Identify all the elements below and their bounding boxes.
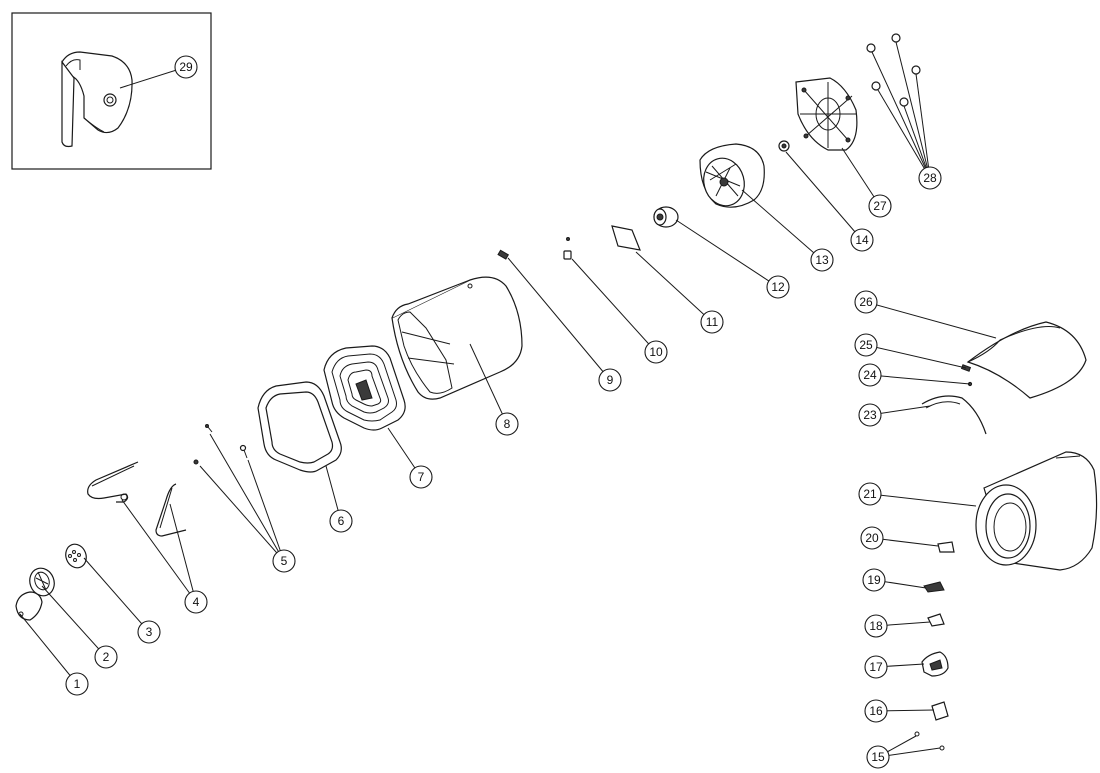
part-13-fan-wheel <box>699 143 765 208</box>
inset-panel <box>11 12 212 170</box>
callout-label: 26 <box>859 295 873 309</box>
callout: 27 <box>868 194 892 218</box>
part-14-nut <box>778 140 790 152</box>
callout: 13 <box>810 248 834 272</box>
part-21-housing <box>975 451 1098 571</box>
callout-label: 19 <box>867 573 881 587</box>
callout-label: 6 <box>338 514 345 528</box>
callout: 7 <box>409 465 433 489</box>
callout: 18 <box>864 614 888 638</box>
callout: 23 <box>858 403 882 427</box>
part-8-shroud <box>391 276 523 400</box>
callout: 4 <box>184 590 208 614</box>
callout-label: 28 <box>923 171 937 185</box>
part-4-handles <box>87 461 187 537</box>
part-29-bracket <box>61 51 133 148</box>
part-18-clip <box>927 613 945 627</box>
callout-label: 8 <box>504 417 511 431</box>
part-9-clip <box>497 249 510 260</box>
callout: 8 <box>495 412 519 436</box>
callout: 19 <box>862 568 886 592</box>
callout-label: 15 <box>871 750 885 764</box>
leader-lines <box>19 41 997 758</box>
callout-label: 12 <box>771 280 785 294</box>
callout-label: 29 <box>179 60 193 74</box>
callout: 25 <box>854 333 878 357</box>
part-20-pad <box>937 541 955 553</box>
part-23-wire <box>921 395 987 435</box>
part-19-block <box>923 581 945 593</box>
callout: 20 <box>860 526 884 550</box>
callout: 14 <box>850 228 874 252</box>
callout: 21 <box>858 482 882 506</box>
callout: 9 <box>598 368 622 392</box>
callout: 5 <box>272 549 296 573</box>
part-10-small-knob <box>563 237 572 260</box>
part-28-screws <box>866 33 921 107</box>
callout-label: 4 <box>193 595 200 609</box>
callout-label: 18 <box>869 619 883 633</box>
callout: 1 <box>65 672 89 696</box>
callout: 15 <box>866 745 890 769</box>
callout-label: 11 <box>706 315 719 329</box>
callout: 24 <box>858 363 882 387</box>
part-26-top-cover <box>966 321 1087 399</box>
callout-label: 23 <box>863 408 877 422</box>
callout-label: 20 <box>865 531 879 545</box>
callout: 29 <box>174 55 198 79</box>
callout: 12 <box>766 275 790 299</box>
callout: 16 <box>864 699 888 723</box>
part-3-disc <box>65 543 87 569</box>
callout: 28 <box>918 166 942 190</box>
callout-label: 2 <box>103 650 110 664</box>
callout: 6 <box>329 509 353 533</box>
callout-label: 21 <box>863 487 877 501</box>
callout-label: 27 <box>873 199 887 213</box>
callout: 10 <box>644 340 668 364</box>
part-16-cap <box>931 701 949 721</box>
part-2-knob <box>29 567 55 597</box>
callout-label: 9 <box>607 373 614 387</box>
callout-label: 25 <box>859 338 873 352</box>
callout-label: 1 <box>74 677 81 691</box>
callout: 11 <box>700 310 724 334</box>
callout-label: 13 <box>815 253 829 267</box>
part-6-frame <box>257 381 342 473</box>
callout-label: 3 <box>146 625 153 639</box>
part-7-grille <box>323 345 406 431</box>
callout-label: 16 <box>869 704 883 718</box>
callout-label: 24 <box>863 368 877 382</box>
part-5-screws <box>193 424 248 465</box>
part-1-cap <box>15 591 43 621</box>
callout-label: 10 <box>649 345 663 359</box>
callout-label: 17 <box>869 660 883 674</box>
callout: 17 <box>864 655 888 679</box>
part-15-screws <box>914 731 945 751</box>
callout-label: 7 <box>418 470 425 484</box>
part-12-motor <box>653 206 679 228</box>
callout: 26 <box>854 290 878 314</box>
callout: 2 <box>94 645 118 669</box>
callout-label: 5 <box>281 554 288 568</box>
callout: 3 <box>137 620 161 644</box>
part-17-switch <box>921 651 949 677</box>
part-11-plate <box>611 225 641 251</box>
callout-label: 14 <box>855 233 869 247</box>
part-27-back-plate <box>795 77 858 151</box>
